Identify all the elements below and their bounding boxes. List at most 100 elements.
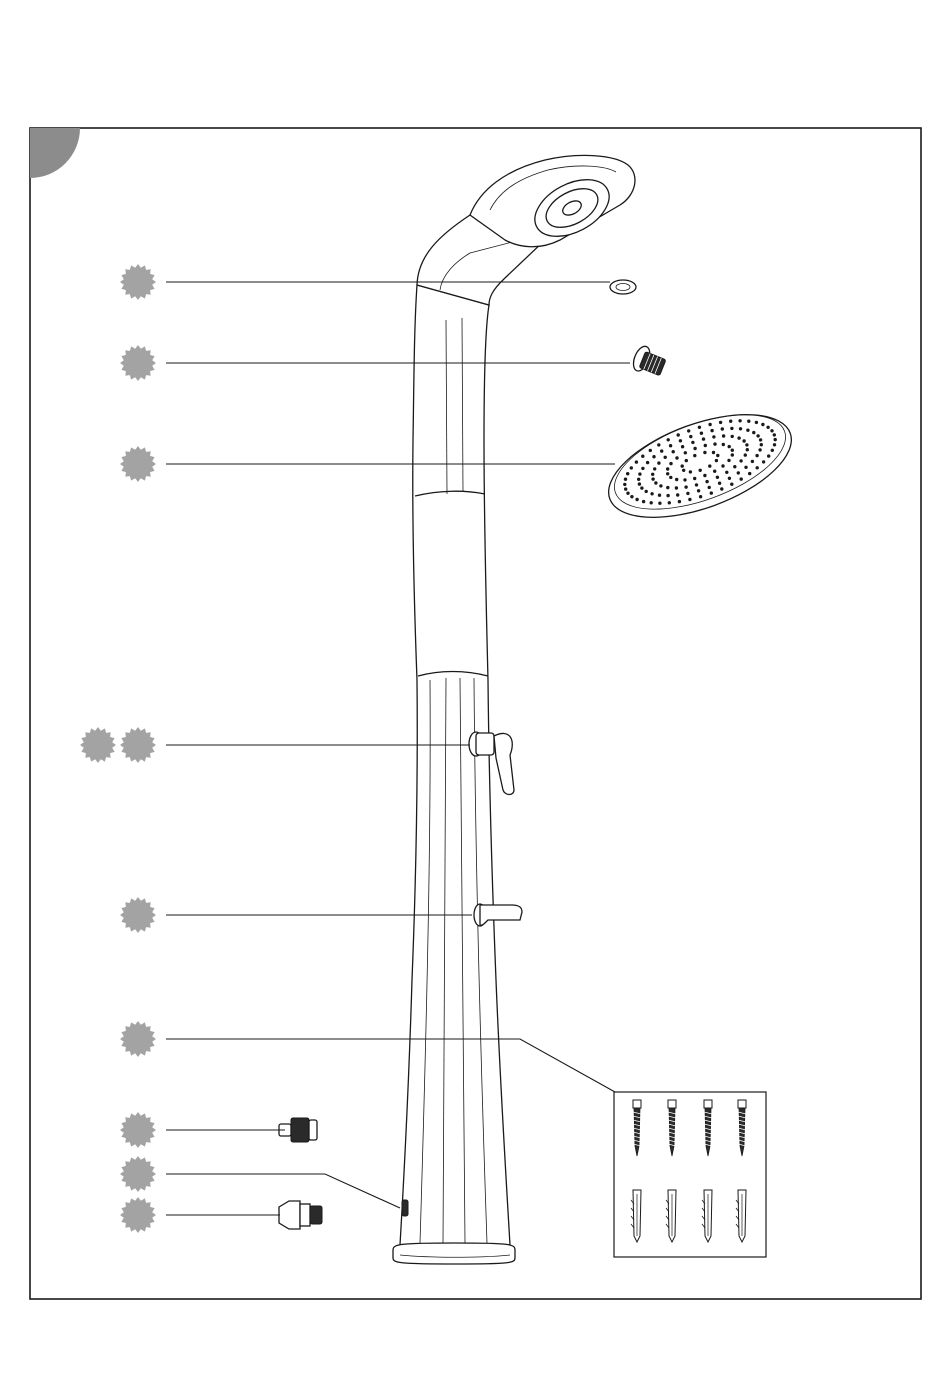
nozzle-dot xyxy=(760,443,763,446)
callout-connector xyxy=(120,345,630,381)
nozzle-dot xyxy=(624,478,627,481)
nozzle-dot xyxy=(685,459,688,462)
nozzle-dot xyxy=(638,482,641,485)
fixing-kit-box xyxy=(614,1092,766,1257)
nozzle-dot xyxy=(762,460,765,463)
nozzle-dot xyxy=(715,459,718,462)
gear-badge-icon xyxy=(120,345,156,381)
nozzle-dot xyxy=(669,444,672,447)
nozzle-dot xyxy=(667,438,670,441)
gear-badge-icon xyxy=(120,1197,156,1233)
nozzle-dot xyxy=(677,433,680,436)
nozzle-dot xyxy=(660,449,663,452)
nozzle-dot xyxy=(657,461,660,464)
nozzle-dot xyxy=(710,429,713,432)
nozzle-dot xyxy=(668,501,671,504)
nozzle-dot xyxy=(659,484,662,487)
nozzle-dot xyxy=(669,462,672,465)
nozzle-dot xyxy=(739,459,742,462)
foot-tap-icon xyxy=(474,904,522,926)
nozzle-dot xyxy=(704,444,707,447)
nozzle-dot xyxy=(731,453,734,456)
nozzle-dot xyxy=(664,456,667,459)
nozzle-dot xyxy=(698,426,701,429)
gear-badge-icon xyxy=(120,727,156,763)
nozzle-dot xyxy=(721,464,724,467)
nozzle-dot xyxy=(718,482,721,485)
nozzle-dot xyxy=(767,454,770,457)
corner-step-tab xyxy=(30,128,80,178)
nozzle-dot xyxy=(730,427,733,430)
nozzle-dot xyxy=(745,443,748,446)
nozzle-dot xyxy=(746,429,749,432)
nozzle-dot xyxy=(771,449,774,452)
nozzle-dot xyxy=(725,471,728,474)
nozzle-dot xyxy=(773,443,776,446)
nozzle-dot xyxy=(675,486,678,489)
nozzle-dot xyxy=(678,500,681,503)
connector-icon xyxy=(630,344,668,379)
nozzle-dot xyxy=(739,427,742,430)
nozzle-dot xyxy=(716,454,719,457)
gear-badge-icon xyxy=(120,446,156,482)
gear-badge-icon xyxy=(120,897,156,933)
nozzle-dot xyxy=(700,432,703,435)
nozzle-dot xyxy=(756,434,759,437)
nozzle-dot xyxy=(675,456,678,459)
nozzle-dot xyxy=(716,476,719,479)
nozzle-dot xyxy=(747,420,750,423)
nozzle-dot xyxy=(708,464,711,467)
nozzle-dot xyxy=(681,445,684,448)
nozzle-dot xyxy=(642,500,645,503)
nozzle-dot xyxy=(635,460,638,463)
nozzle-dot xyxy=(651,477,654,480)
gear-badge-icon xyxy=(120,1021,156,1057)
callout-rain-head xyxy=(120,446,615,482)
nozzle-dot xyxy=(675,478,678,481)
nozzle-dot xyxy=(748,472,751,475)
nozzle-dot xyxy=(645,490,648,493)
nozzle-dot xyxy=(699,469,702,472)
nozzle-dot xyxy=(755,454,758,457)
nozzle-dot xyxy=(687,429,690,432)
nozzle-dot xyxy=(669,476,672,479)
nozzle-dot xyxy=(637,478,640,481)
nozzle-dot xyxy=(752,431,755,434)
nozzle-dot xyxy=(672,450,675,453)
nozzle-dot xyxy=(737,471,740,474)
gear-badge-icon xyxy=(80,727,116,763)
nozzle-dot xyxy=(630,495,633,498)
nozzle-dot xyxy=(693,477,696,480)
nozzle-dot xyxy=(719,421,722,424)
nozzle-dot xyxy=(684,485,687,488)
nozzle-dot xyxy=(699,495,702,498)
nozzle-dot xyxy=(630,466,633,469)
nozzle-dot xyxy=(737,436,740,439)
nozzle-dot xyxy=(679,439,682,442)
shower-column-icon xyxy=(393,185,545,1264)
nozzle-dot xyxy=(666,486,669,489)
nozzle-dot xyxy=(740,477,743,480)
nozzle-dot xyxy=(657,443,660,446)
nozzle-dot xyxy=(666,472,669,475)
nozzle-dot xyxy=(761,423,764,426)
nozzle-dot xyxy=(689,435,692,438)
nozzle-dot xyxy=(738,419,741,422)
o-ring-icon xyxy=(610,280,636,294)
nozzle-dot xyxy=(626,472,629,475)
nozzle-dot xyxy=(703,474,706,477)
nozzle-dot xyxy=(759,438,762,441)
nozzle-dot xyxy=(744,453,747,456)
gear-badge-icon xyxy=(120,1156,156,1192)
nozzle-dot xyxy=(646,461,649,464)
nozzle-dot xyxy=(721,427,724,430)
callout-hose-adapter-large xyxy=(120,1197,280,1233)
nozzle-dot xyxy=(684,451,687,454)
callout-fixing-kit xyxy=(120,1021,615,1092)
nozzle-dot xyxy=(693,454,696,457)
nozzle-dot xyxy=(730,483,733,486)
nozzle-dot xyxy=(649,449,652,452)
nozzle-dot xyxy=(650,492,653,495)
